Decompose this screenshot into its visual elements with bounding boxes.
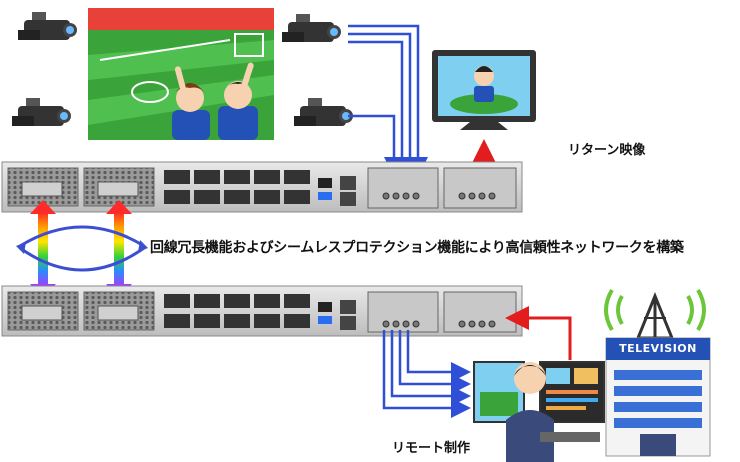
fan-figure: [218, 62, 258, 140]
return-monitor: [432, 50, 536, 130]
stadium-scene: [88, 8, 274, 140]
video-camera-icon: [294, 98, 353, 126]
video-camera-icon: [18, 12, 77, 40]
fan-figure: [172, 66, 210, 140]
redundancy-arrows: [16, 200, 148, 298]
network-switch-secondary: [1, 285, 523, 337]
video-camera-icon: [282, 14, 341, 42]
remote-operator: [473, 361, 605, 462]
station-sign: TELEVISION: [619, 342, 697, 355]
redundancy-caption: 回線冗長機能およびシームレスプロテクション機能により高信頼性ネットワークを構築: [150, 240, 684, 256]
camera-signal-lines: [348, 24, 428, 177]
remote-production-label: リモート制作: [392, 441, 471, 456]
tv-station: [604, 288, 711, 457]
studio-return-arrow: [505, 306, 572, 360]
remote-signal-lines: [382, 330, 471, 418]
video-camera-icon: [12, 98, 71, 126]
return-video-label: リターン映像: [568, 143, 646, 158]
network-switch-primary: [1, 161, 523, 213]
